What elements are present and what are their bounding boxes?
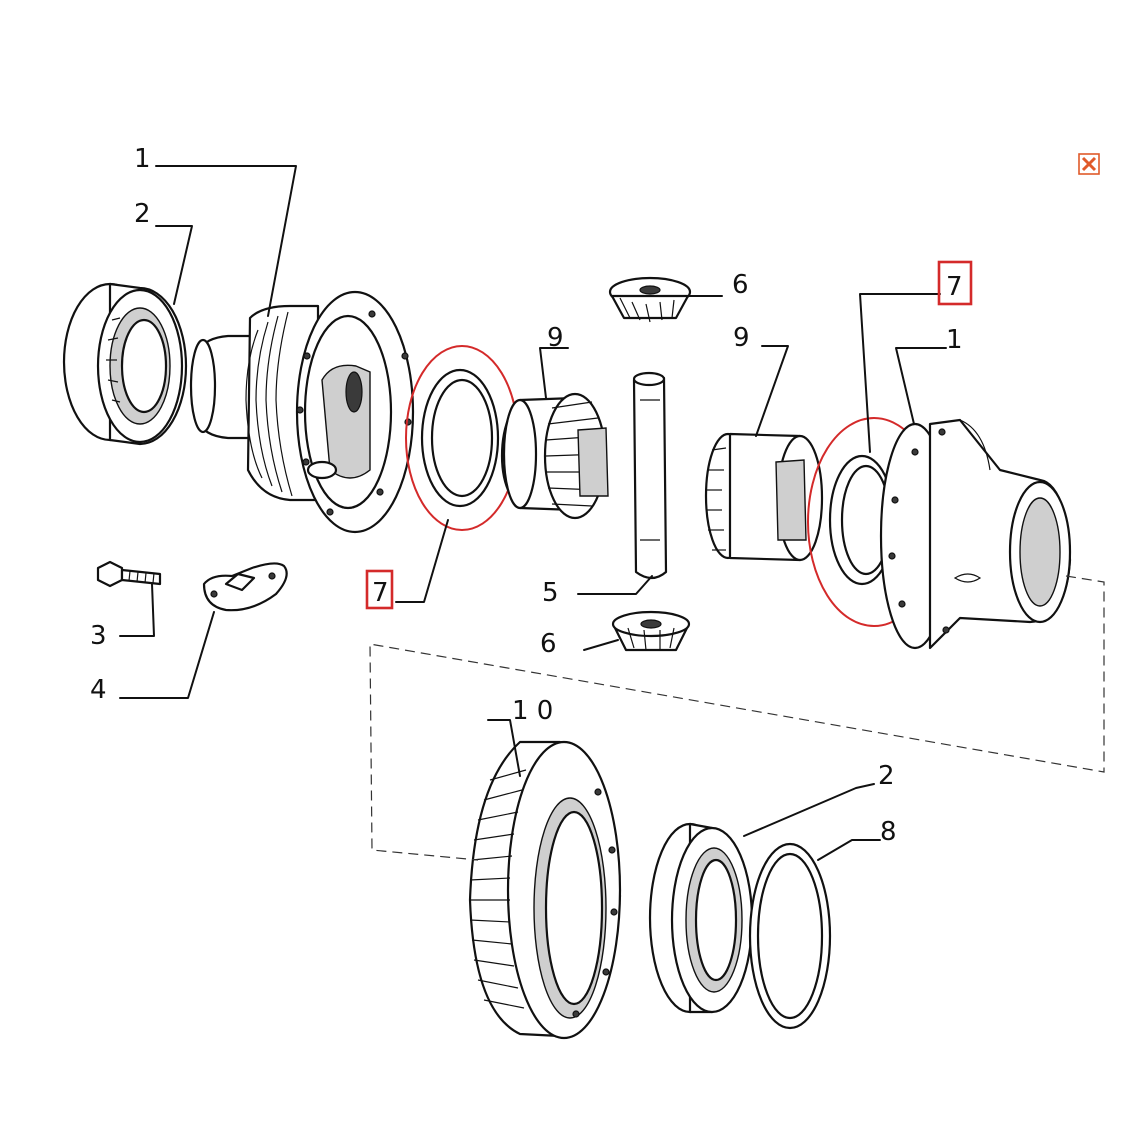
callout-pin: 5	[542, 578, 559, 608]
callout-side-gear-left: 9	[547, 323, 564, 353]
callout-housing-right: 1	[946, 325, 963, 355]
callout-bolt: 3	[90, 621, 107, 651]
bearing-bottom	[648, 822, 754, 1014]
callout-pinion-top: 6	[732, 270, 749, 300]
assembly-dashed-outline	[369, 575, 1105, 861]
callout-washer-left: 7	[372, 578, 389, 608]
ring-gear	[468, 740, 622, 1040]
lock-plate	[202, 562, 288, 612]
close-icon	[1078, 153, 1100, 175]
pinion-gear-bottom	[611, 610, 691, 652]
callout-side-gear-right: 9	[733, 323, 750, 353]
thrust-washer-right	[828, 454, 896, 586]
callout-lock-plate: 4	[90, 675, 107, 705]
side-gear-right	[704, 432, 824, 562]
leader-lines	[119, 165, 947, 861]
callout-washer-right: 7	[946, 272, 963, 302]
side-gear-left	[500, 392, 609, 520]
thrust-washer-left	[420, 368, 500, 508]
pinion-gear-top	[608, 276, 692, 323]
callout-ring-bottom: 8	[880, 817, 897, 847]
callout-bearing-left: 2	[134, 199, 151, 229]
highlight-box-left	[365, 569, 394, 610]
callout-bearing-bottom: 2	[878, 761, 895, 791]
housing-right	[879, 418, 1072, 650]
highlight-box-right	[937, 260, 973, 306]
bearing-left	[62, 282, 188, 446]
seal-ring	[748, 842, 832, 1030]
cross-pin	[632, 371, 668, 580]
callout-housing-left: 1	[134, 144, 151, 174]
bolt	[96, 560, 162, 588]
callout-pinion-bottom: 6	[540, 629, 557, 659]
housing-left	[189, 290, 415, 534]
callout-ring-gear: 1 0	[512, 696, 553, 726]
close-button[interactable]	[1078, 153, 1100, 175]
